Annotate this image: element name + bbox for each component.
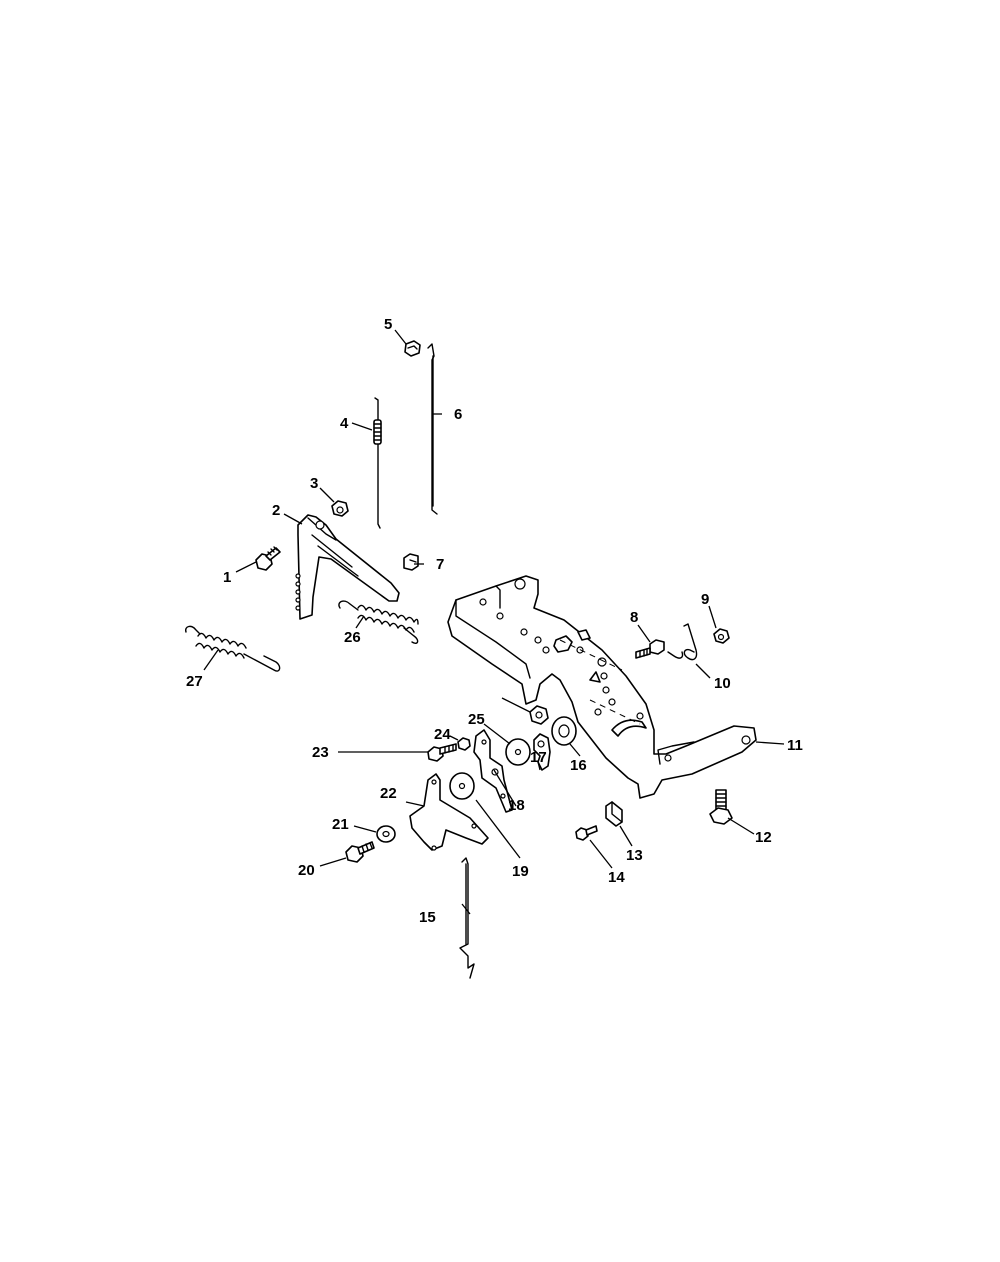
callout-5: 5 bbox=[384, 316, 392, 333]
callout-24: 24 bbox=[434, 726, 451, 743]
callout-23: 23 bbox=[312, 744, 329, 761]
callout-20: 20 bbox=[298, 862, 315, 879]
callout-19: 19 bbox=[512, 863, 529, 880]
callout-22: 22 bbox=[380, 785, 397, 802]
callout-9-top: 9 bbox=[701, 591, 709, 608]
part-12-bolt bbox=[709, 789, 733, 825]
part-1-bolt bbox=[255, 546, 281, 571]
part-9-nut-top bbox=[713, 628, 730, 644]
part-3-nut bbox=[331, 500, 349, 517]
part-15-rod bbox=[459, 857, 475, 979]
callout-2: 2 bbox=[272, 502, 280, 519]
part-16-washer bbox=[551, 716, 577, 746]
part-19-washer bbox=[449, 772, 475, 800]
callout-11: 11 bbox=[787, 737, 803, 754]
callout-1: 1 bbox=[223, 569, 231, 586]
part-10-spring bbox=[667, 623, 698, 661]
callout-16: 16 bbox=[570, 757, 587, 774]
callout-26: 26 bbox=[344, 629, 361, 646]
part-9-nut-middle bbox=[529, 705, 549, 725]
part-18-lever bbox=[473, 729, 513, 813]
part-27-spring bbox=[184, 625, 281, 672]
part-20-bolt bbox=[345, 841, 375, 863]
part-7-clip bbox=[403, 553, 419, 571]
part-22-bracket bbox=[409, 773, 489, 851]
callout-7: 7 bbox=[436, 556, 444, 573]
callout-17: 17 bbox=[530, 749, 547, 766]
part-2-lever bbox=[295, 514, 400, 620]
part-26-spring bbox=[338, 600, 419, 645]
part-13-clip bbox=[605, 801, 623, 827]
part-4-cable bbox=[373, 397, 382, 529]
part-6-rod bbox=[427, 343, 438, 515]
part-11-bracket bbox=[447, 575, 757, 799]
callout-14: 14 bbox=[608, 869, 625, 886]
part-14-bolt bbox=[575, 825, 598, 841]
callout-3: 3 bbox=[310, 475, 318, 492]
callout-6: 6 bbox=[454, 406, 462, 423]
part-25-washer bbox=[505, 738, 531, 766]
callout-8: 8 bbox=[630, 609, 638, 626]
part-23-bolt bbox=[427, 743, 457, 762]
callout-13: 13 bbox=[626, 847, 643, 864]
callout-15: 15 bbox=[419, 909, 436, 926]
callout-27: 27 bbox=[186, 673, 203, 690]
callout-4: 4 bbox=[340, 415, 349, 432]
callout-18: 18 bbox=[508, 797, 525, 814]
part-21-washer bbox=[376, 825, 396, 843]
callout-labels: 1 2 3 4 5 6 7 8 9 10 11 12 13 14 15 16 1… bbox=[186, 316, 803, 926]
callout-25: 25 bbox=[468, 711, 485, 728]
callout-10: 10 bbox=[714, 675, 731, 692]
part-24-nut bbox=[457, 737, 471, 751]
leader-lines bbox=[203, 329, 785, 915]
part-8-bolt bbox=[635, 639, 665, 659]
part-17-lever bbox=[533, 733, 551, 771]
callout-21: 21 bbox=[332, 816, 349, 833]
part-5-nut bbox=[404, 340, 421, 357]
callout-12: 12 bbox=[755, 829, 772, 846]
